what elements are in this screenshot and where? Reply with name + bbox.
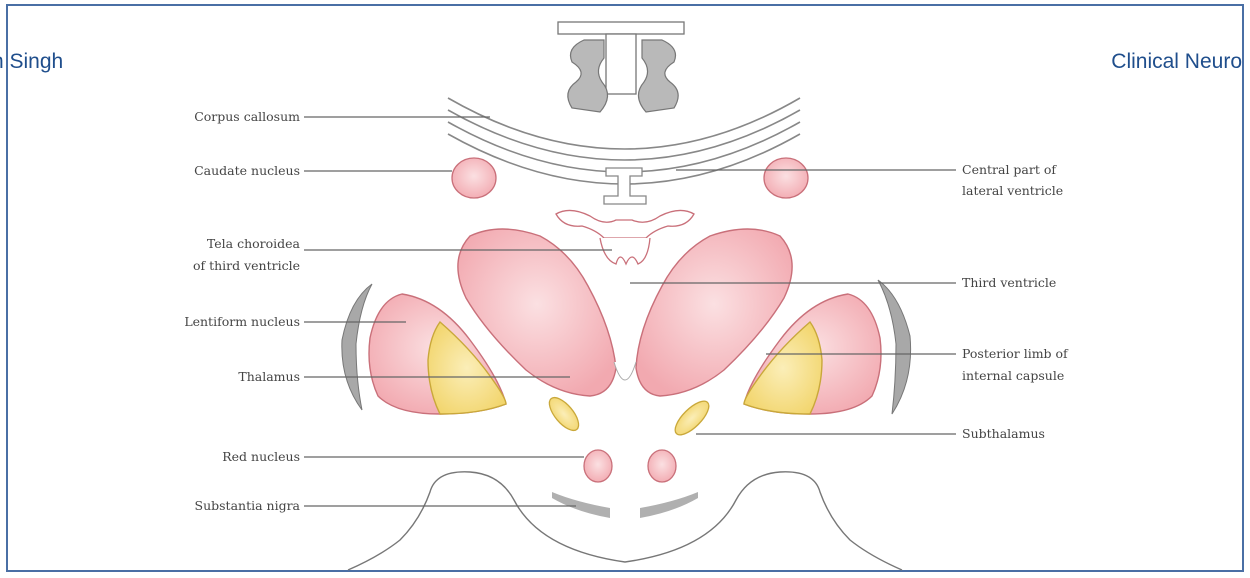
- header-author-text: n Singh: [0, 50, 63, 74]
- label-corpus-callosum: Corpus callosum: [194, 109, 300, 124]
- subthalamus-right: [670, 396, 714, 440]
- red-nucleus-left: [584, 450, 612, 482]
- label-posterior-limb-line1: Posterior limb of: [962, 346, 1069, 361]
- label-central-part-line2: lateral ventricle: [962, 183, 1063, 198]
- label-caudate-nucleus: Caudate nucleus: [194, 163, 300, 178]
- label-third-ventricle: Third ventricle: [962, 275, 1056, 290]
- label-posterior-limb-line2: internal capsule: [962, 368, 1064, 383]
- septum-structure: [558, 22, 684, 112]
- substantia-nigra-right: [640, 492, 698, 518]
- label-substantia-nigra: Substantia nigra: [195, 498, 301, 513]
- fornix-stem: [604, 168, 646, 204]
- label-subthalamus: Subthalamus: [962, 426, 1045, 441]
- subthalamus-left: [544, 393, 584, 435]
- midbrain-outline: [348, 472, 902, 570]
- label-lentiform-nucleus: Lentiform nucleus: [184, 314, 300, 329]
- header-title-text: Clinical Neuro: [1111, 50, 1242, 74]
- label-central-part-line1: Central part of: [962, 162, 1057, 177]
- label-thalamus: Thalamus: [238, 369, 300, 384]
- caudate-nucleus-right: [764, 158, 808, 198]
- third-ventricle-gap: [614, 362, 636, 380]
- claustrum-left: [342, 284, 372, 410]
- red-nucleus-right: [648, 450, 676, 482]
- label-tela-choroidea-line1: Tela choroidea: [207, 236, 301, 251]
- claustrum-right: [878, 280, 911, 414]
- caudate-nucleus-left: [452, 158, 496, 198]
- label-tela-choroidea-line2: of third ventricle: [193, 258, 300, 273]
- substantia-nigra-left: [552, 492, 610, 518]
- label-red-nucleus: Red nucleus: [222, 449, 300, 464]
- tela-choroidea-shape: [556, 210, 694, 264]
